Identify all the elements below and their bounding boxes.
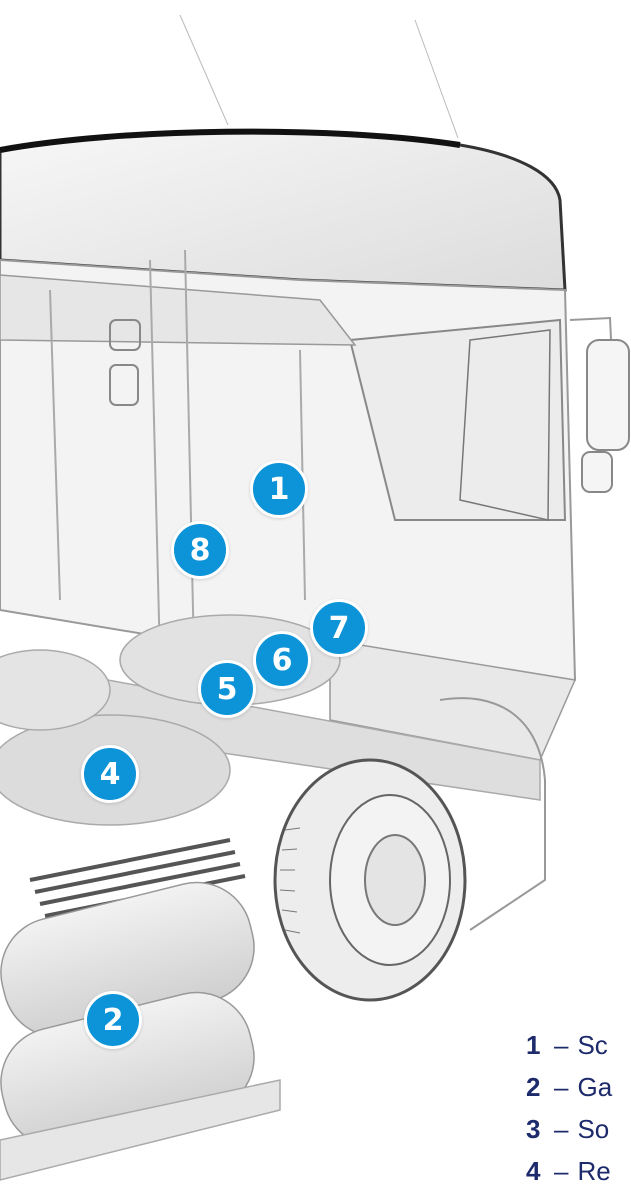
marker-5[interactable]: 5 — [198, 660, 256, 718]
marker-2[interactable]: 2 — [84, 991, 142, 1049]
marker-8[interactable]: 8 — [171, 521, 229, 579]
marker-label: 2 — [102, 1002, 124, 1038]
legend-separator: – — [554, 1071, 569, 1102]
marker-label: 4 — [99, 756, 121, 792]
legend-label: So — [577, 1113, 610, 1144]
legend-item: 4 – Re — [526, 1150, 631, 1192]
legend: 1 – Sc 2 – Ga 3 – So 4 – Re — [526, 1024, 631, 1192]
marker-label: 1 — [268, 471, 290, 507]
marker-7[interactable]: 7 — [310, 599, 368, 657]
marker-1[interactable]: 1 — [250, 460, 308, 518]
marker-label: 5 — [216, 671, 238, 707]
legend-number: 1 — [526, 1029, 541, 1060]
marker-label: 7 — [328, 610, 350, 646]
legend-label: Sc — [577, 1029, 608, 1060]
legend-label: Ga — [577, 1071, 613, 1102]
legend-separator: – — [554, 1029, 569, 1060]
legend-number: 3 — [526, 1113, 541, 1144]
legend-number: 4 — [526, 1155, 541, 1186]
legend-item: 3 – So — [526, 1108, 631, 1150]
marker-label: 6 — [271, 642, 293, 678]
legend-item: 2 – Ga — [526, 1066, 631, 1108]
marker-label: 8 — [189, 532, 211, 568]
legend-number: 2 — [526, 1071, 541, 1102]
legend-item: 1 – Sc — [526, 1024, 631, 1066]
marker-6[interactable]: 6 — [253, 631, 311, 689]
legend-label: Re — [577, 1155, 611, 1186]
marker-4[interactable]: 4 — [81, 745, 139, 803]
legend-separator: – — [554, 1113, 569, 1144]
legend-separator: – — [554, 1155, 569, 1186]
